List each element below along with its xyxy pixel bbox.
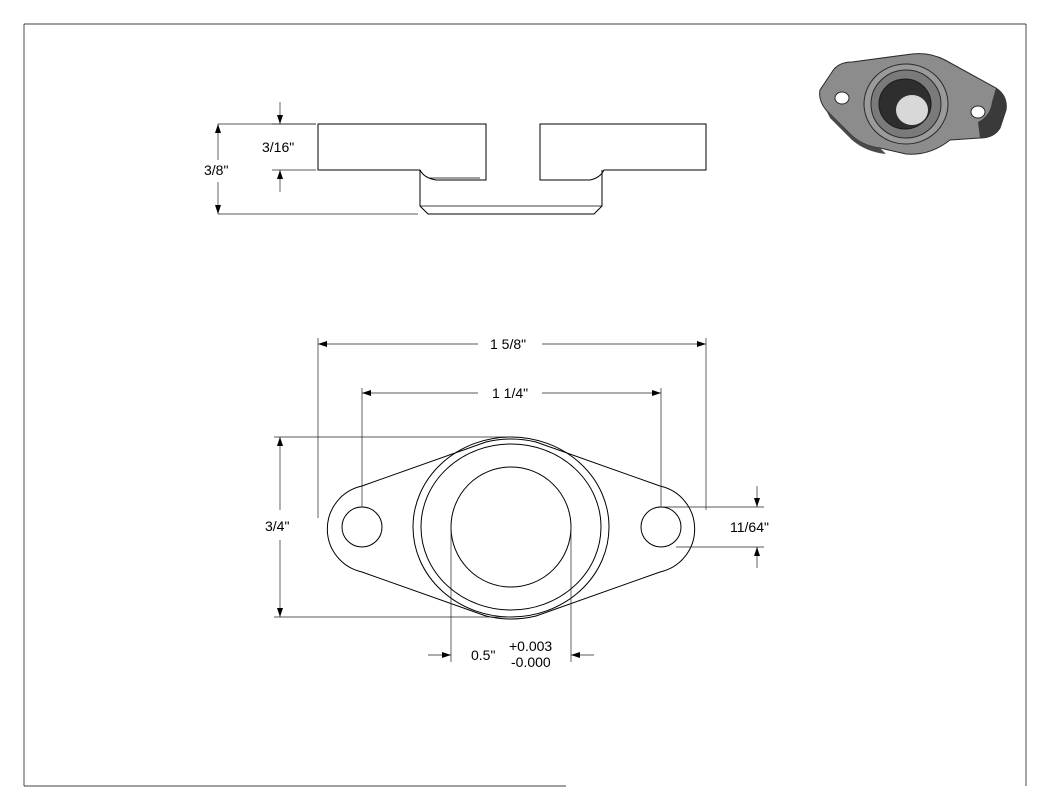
hole-diameter-label: 11/64" [730,519,769,535]
overall-width-dimension: 3/4" [265,436,511,618]
overall-length-dimension: 1 5/8" [317,336,707,518]
flange-thickness-dimension: 3/16" [262,102,316,192]
bore [450,466,572,588]
hole-spacing-dimension: 1 1/4" [361,385,662,507]
side-view [317,123,707,215]
hole-spacing-label: 1 1/4" [492,385,528,401]
bore-diameter-dimension: 0.5" +0.003 -0.000 [428,527,594,670]
drawing-frame [23,23,1027,787]
plan-view [326,436,696,620]
hole-diameter-dimension: 11/64" [661,486,769,568]
hub-outer-ring [412,436,610,618]
overall-length-label: 1 5/8" [490,336,526,352]
overall-width-label: 3/4" [265,518,289,534]
bore-diameter-label: 0.5" [471,647,495,663]
bore-tolerance-plus: +0.003 [509,638,552,654]
overall-height-dimension: 3/8" [204,123,418,215]
mounting-hole-right [640,506,682,548]
bore-tolerance-minus: -0.000 [511,654,551,670]
mounting-hole-left [341,506,383,548]
isometric-part-render-icon [819,53,1007,155]
overall-height-label: 3/8" [204,162,228,178]
hub-chamfer-ring [420,443,602,611]
flange-thickness-label: 3/16" [262,139,294,155]
